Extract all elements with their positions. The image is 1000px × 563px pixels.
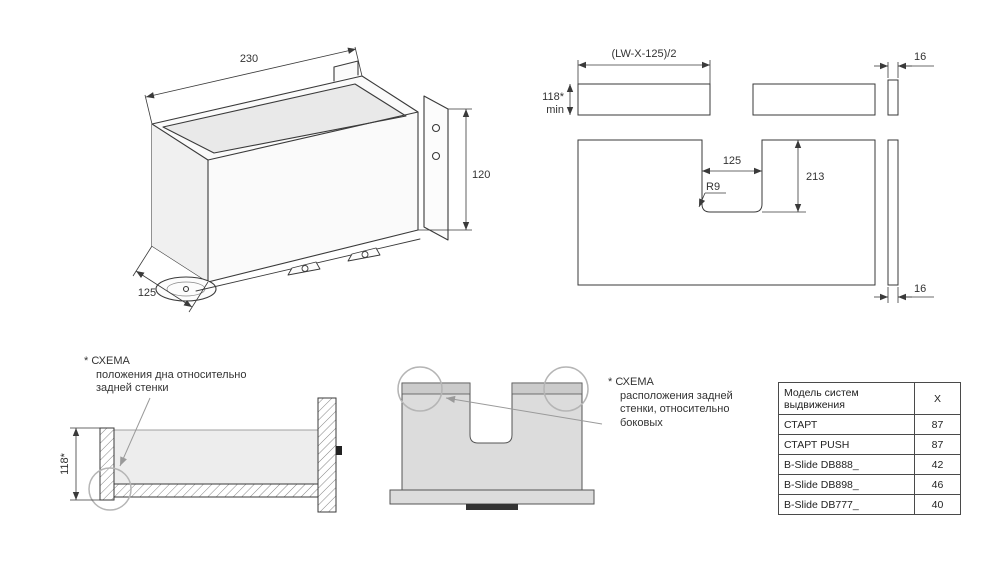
table-row: СТАРТ 87 (778, 414, 961, 435)
x-cell: 87 (914, 434, 961, 455)
note-title: * СХЕМА (84, 355, 130, 367)
base-detail (466, 504, 518, 510)
table-row: СТАРТ PUSH 87 (778, 434, 961, 455)
x-cell: 42 (914, 454, 961, 475)
callout-arrow (445, 395, 603, 425)
dim-radius-label: R9 (706, 181, 720, 193)
iso-view (151, 60, 449, 302)
note-line: боковых (620, 416, 663, 429)
ext-line (887, 62, 899, 78)
foot-bracket (155, 276, 217, 302)
note-line: стенки, относительно (620, 403, 730, 415)
table-row: B-Slide DB777_ 40 (778, 494, 961, 515)
side-wall-elevation (113, 429, 319, 485)
callout-arrow (119, 397, 151, 467)
lug-hole (301, 265, 309, 272)
radius-leader (698, 192, 706, 208)
dim-line-230 (145, 47, 357, 99)
iso-dimensions: 230 120 125 (132, 46, 490, 313)
model-cell: B-Slide DB888_ (778, 454, 915, 475)
note-back-wall: * СХЕМА расположения задней стенки, отно… (608, 376, 733, 430)
model-cell: B-Slide DB898_ (778, 474, 915, 495)
lug-hole (361, 251, 369, 258)
table-row: B-Slide DB898_ 46 (778, 474, 961, 495)
table-row: B-Slide DB888_ 42 (778, 454, 961, 475)
strip-right (752, 83, 876, 116)
back-wall-section (99, 427, 115, 501)
table-header-x: X (914, 382, 961, 415)
side-panel-edge-right (511, 382, 583, 395)
x-cell: 87 (914, 414, 961, 435)
bracket-hole (431, 123, 441, 133)
x-cell: 46 (914, 474, 961, 495)
section-dimensions: 118* (59, 427, 100, 501)
note-title: * СХЕМА (608, 376, 654, 388)
highlight-circle (397, 366, 443, 412)
edge-bar-top (887, 79, 899, 116)
front-panel-section (317, 397, 337, 513)
dim-line-125 (135, 270, 193, 308)
note-bottom-panel: * СХЕМА положения дна относительно задне… (84, 355, 247, 396)
table-header-model: Модель систем выдвижения (778, 382, 915, 415)
note-line: положения дна относительно (96, 368, 247, 381)
dim-120-label: 120 (472, 169, 490, 181)
ext-line (144, 46, 363, 125)
ext-line (577, 60, 711, 84)
dim-16-bottom-label: 16 (914, 283, 926, 295)
flat-pattern-dimensions: (LW-X-125)/2 118* min 125 213 R9 16 16 (542, 48, 934, 303)
ext-line (70, 427, 100, 501)
dim-118-min-label: min (546, 104, 564, 116)
dim-125-label: 125 (138, 287, 156, 299)
highlight-circle (543, 366, 589, 412)
note-line: расположения задней (620, 389, 733, 402)
dim-notch-depth-label: 213 (806, 171, 824, 183)
mounting-bracket (423, 95, 449, 241)
bracket-hole (431, 151, 441, 161)
dim-16-top-label: 16 (914, 51, 926, 63)
highlight-circle (88, 467, 132, 511)
handle-detail (336, 446, 342, 455)
slide-systems-table: Модель систем выдвижения X СТАРТ 87 СТАР… (778, 382, 961, 515)
dim-strip-label: (LW-X-125)/2 (611, 48, 676, 60)
model-cell: СТАРТ (778, 414, 915, 435)
strip-left (577, 83, 711, 116)
bottom-panel-section (113, 483, 319, 498)
model-cell: СТАРТ PUSH (778, 434, 915, 455)
base-panel (389, 489, 595, 505)
flat-pattern (577, 79, 899, 286)
ext-line (887, 287, 899, 303)
dim-notch-width-label: 125 (723, 155, 741, 167)
table-header-row: Модель систем выдвижения X (778, 382, 961, 415)
box-left-face (152, 124, 208, 282)
back-panel-front-view (401, 382, 583, 491)
model-cell: B-Slide DB777_ (778, 494, 915, 515)
dim-118s-label: 118* (59, 452, 71, 475)
section-schema (88, 397, 342, 513)
back-wall-schema (389, 366, 603, 510)
dim-118-label: 118* (542, 91, 565, 103)
x-cell: 40 (914, 494, 961, 515)
note-line: задней стенки (96, 382, 169, 394)
side-panel-edge-left (401, 382, 471, 395)
edge-bar-bottom (887, 139, 899, 286)
dim-230-label: 230 (240, 53, 258, 65)
